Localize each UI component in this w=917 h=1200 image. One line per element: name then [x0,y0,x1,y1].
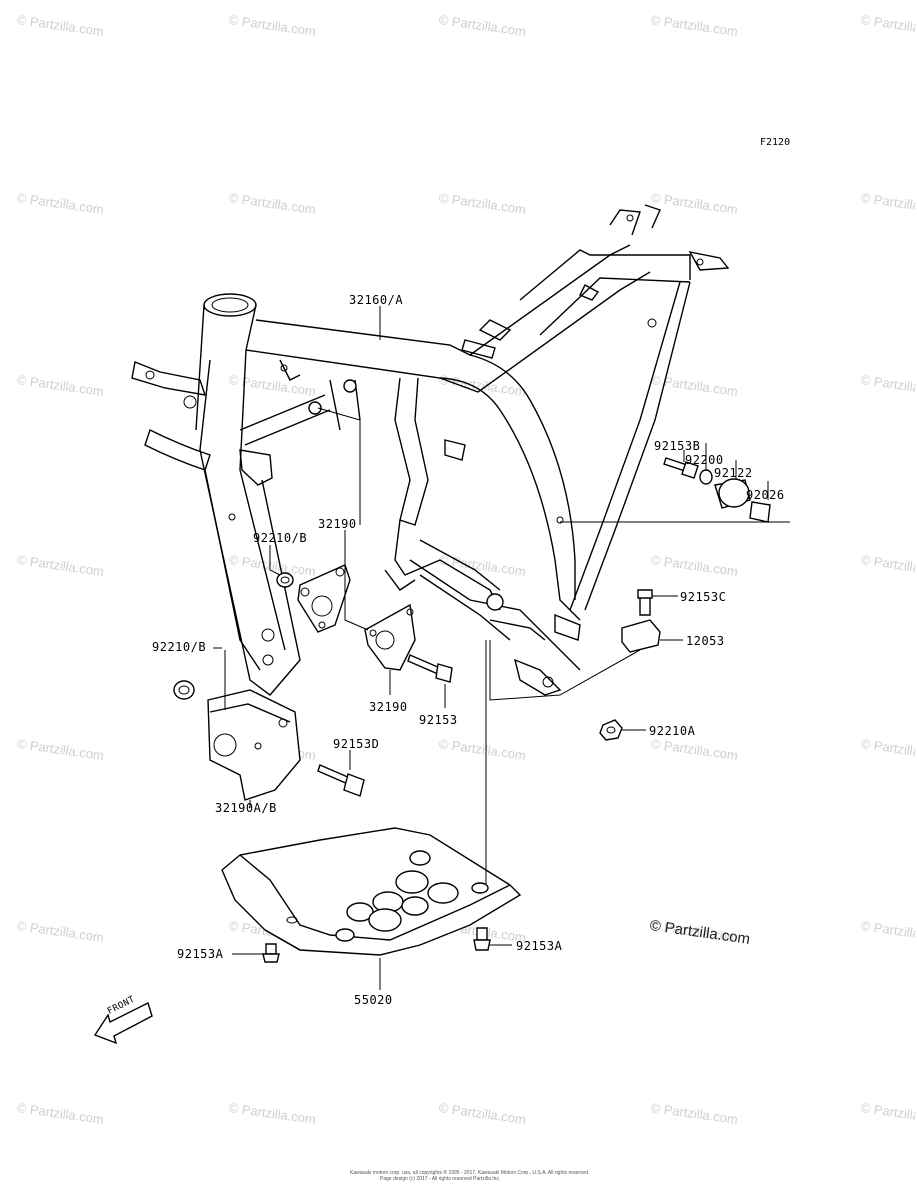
bracket-32190-mid [364,603,416,671]
collar-92210b-upper [276,572,294,588]
part-label-92210a[interactable]: 92210A [649,724,696,738]
part-label-92210b-upper[interactable]: 92210/B [253,531,308,545]
part-label-92210b-lower[interactable]: 92210/B [152,640,207,654]
part-label-32190-upper[interactable]: 32190 [318,517,357,531]
part-label-32160a[interactable]: 32160/A [349,293,404,307]
nut-92210a [599,719,623,741]
part-label-92153c[interactable]: 92153C [680,590,727,604]
leader-lines [213,306,790,990]
mount-hardware-right [663,457,771,523]
part-label-92153a-right[interactable]: 92153A [516,939,563,953]
footer-line-1: Kawasaki motors corp. usa, all copyright… [350,1170,590,1176]
bolts-92153a [262,927,491,963]
top-tube [245,204,730,393]
footer-line-2: Page design (c) 2017 - All rights reserv… [380,1176,501,1182]
part-label-32190ab[interactable]: 32190A/B [215,801,277,815]
diagram-code: F2120 [760,137,791,148]
down-tubes [199,281,691,696]
part-label-92200[interactable]: 92200 [685,453,724,467]
part-label-92026[interactable]: 92026 [746,488,785,502]
front-arrow-icon [93,1002,153,1045]
part-label-92153a-left[interactable]: 92153A [177,947,224,961]
part-label-55020[interactable]: 55020 [354,993,393,1007]
part-label-92153b[interactable]: 92153B [654,439,701,453]
part-label-32190-mid[interactable]: 32190 [369,700,408,714]
bolt-92153 [407,654,453,683]
collar-92210b-lower [173,680,195,700]
mount-hardware-92153c-12053 [621,589,661,653]
part-label-92153d[interactable]: 92153D [333,737,380,751]
part-label-92153[interactable]: 92153 [419,713,458,727]
bracket-32190ab [207,689,301,801]
skid-plate-55020 [221,827,522,956]
bracket-32190-upper [297,564,351,633]
bolt-92153d [317,764,365,797]
part-label-12053[interactable]: 12053 [686,634,725,648]
part-label-92122[interactable]: 92122 [714,466,753,480]
steering-head [131,293,257,471]
